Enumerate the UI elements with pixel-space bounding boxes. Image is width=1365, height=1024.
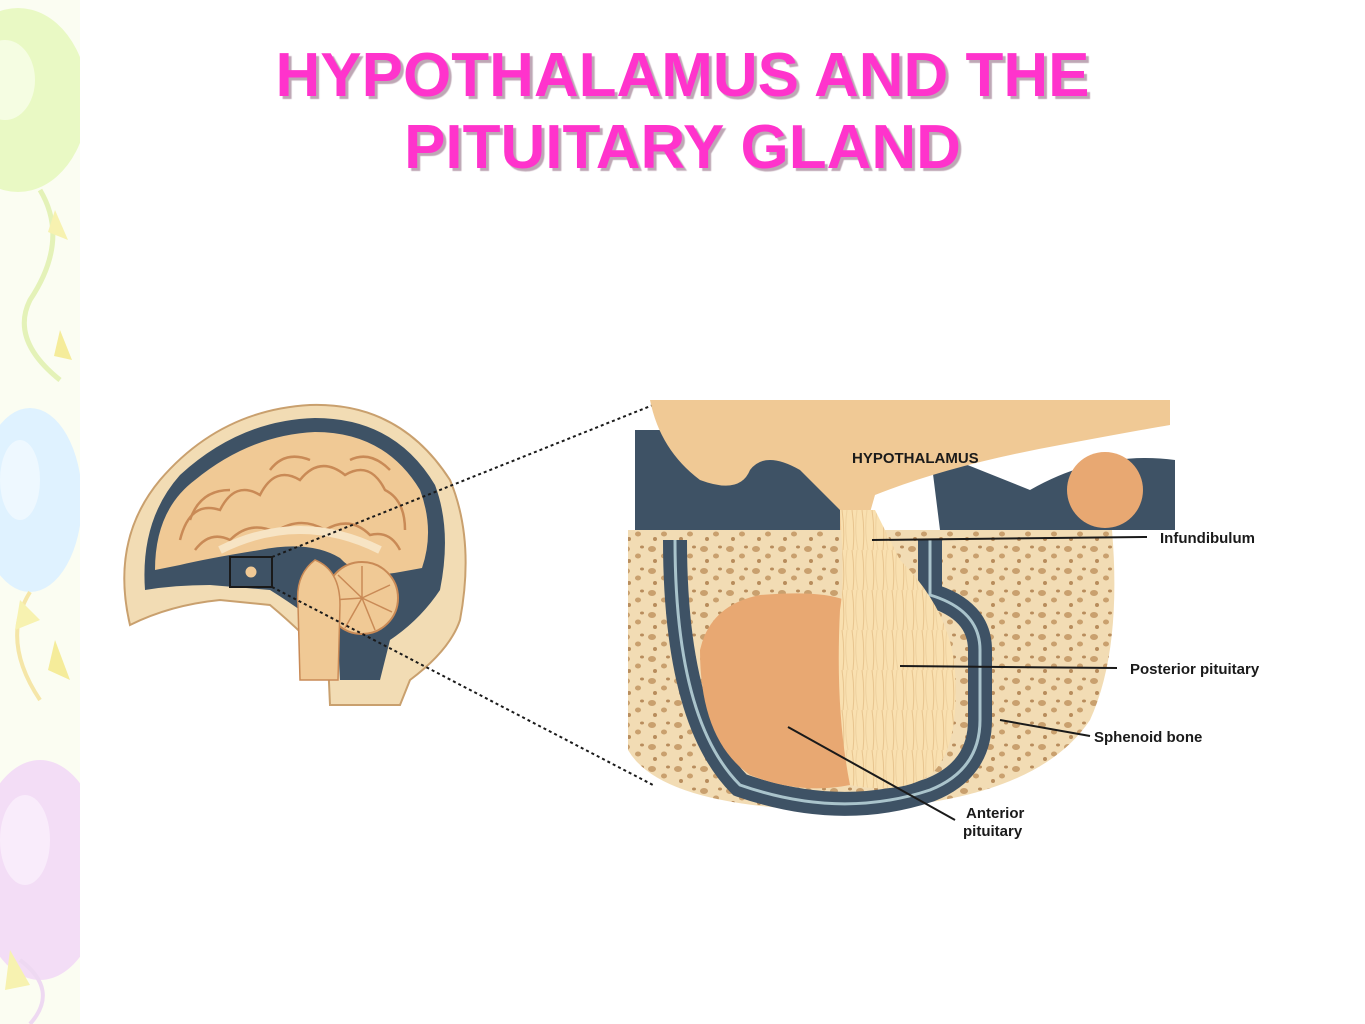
streamer (15, 600, 40, 630)
streamer (48, 640, 70, 680)
sella-lining (673, 539, 982, 806)
label-infundibulum: Infundibulum (1160, 530, 1255, 547)
label-sphenoid-bone: Sphenoid bone (1094, 729, 1202, 746)
leader-infundibulum (871, 536, 1148, 541)
mammillary-body (1067, 452, 1143, 528)
zoom-line-top (271, 404, 654, 558)
title-line-1: HYPOTHALAMUS AND THE (275, 41, 1090, 110)
balloon-decoration (0, 0, 80, 1024)
label-anterior-pituitary-line1: Anterior (966, 805, 1025, 822)
title-line-2: PITUITARY GLAND (404, 113, 961, 182)
streamer (48, 210, 68, 240)
label-posterior-pituitary: Posterior pituitary (1130, 661, 1260, 678)
label-anterior-pituitary-line2: pituitary (963, 823, 1023, 840)
label-hypothalamus: HYPOTHALAMUS (852, 450, 979, 467)
brain-gyri (178, 455, 407, 551)
pituitary-magnified (628, 400, 1175, 816)
pituitary-highlight-box (229, 556, 273, 588)
hypothalamus-tissue (650, 400, 1170, 530)
pituitary-diagram: HYPOTHALAMUS Infundibulum Posterior pitu… (123, 400, 1260, 840)
slide-title: HYPOTHALAMUS AND THE PITUITARY GLAND (80, 40, 1285, 184)
brainstem (296, 559, 341, 681)
balloon-string (15, 590, 42, 702)
leader-sphenoid-bone (999, 719, 1091, 737)
leader-anterior-pituitary (787, 726, 956, 821)
leader-posterior-pituitary (899, 665, 1118, 669)
balloon-string (21, 188, 62, 382)
sagittal-head-section (123, 403, 467, 706)
corpus-callosum (218, 526, 382, 554)
infundibulum-and-posterior-pituitary (838, 510, 956, 789)
balloon-string (18, 958, 45, 1024)
streamer (54, 330, 72, 360)
streamer (5, 950, 30, 990)
